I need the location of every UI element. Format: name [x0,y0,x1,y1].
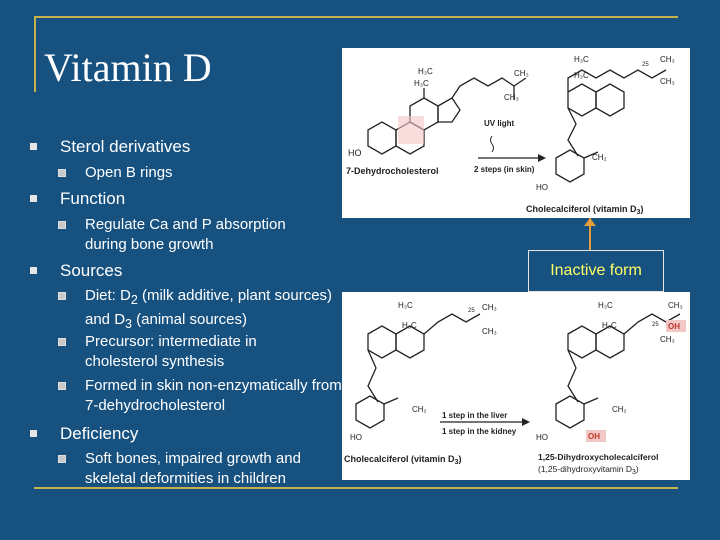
name-end: ) [636,464,639,474]
uv-label: UV light [484,119,515,128]
ch3-label-4: CH₃ [660,77,675,86]
bullet-marker [30,267,37,274]
ho-label: HO [348,148,362,158]
ch3-label-3: CH₃ [660,55,675,64]
h3c-label-2: H₃C [418,67,433,76]
oh-label: OH [668,322,680,331]
uv-wave-icon [490,135,494,153]
cholecalciferol-name: Cholecalciferol (vitamin D3) [526,204,643,216]
subscript: 2 [130,293,138,307]
name-sub: 3 [637,209,641,216]
bullet-marker [30,430,37,437]
ch3-label: CH₃ [482,303,497,312]
figure-bottom-structures: H₃C H₃C CH₃ CH₃ 25 CH₂ HO Cholecalcifero… [344,301,686,476]
figure-bottom-panel: H₃C H₃C CH₃ CH₃ 25 CH₂ HO Cholecalcifero… [342,292,690,480]
bullet-label: Deficiency [60,424,139,443]
carbon-25-label-2: 25 [652,322,659,328]
figure-top-panel: HO H₃C H₃C CH₃ CH₃ 7-Dehydrocholesterol … [342,48,690,218]
h3c-label-3: H₃C [574,55,589,64]
inactive-form-label: Inactive form [528,250,664,292]
frame-left-line [34,16,36,92]
sub-bullet-marker [58,169,66,177]
sub-bullet-text: Soft bones, impaired growth and skeletal… [85,450,301,487]
name-end: ) [640,204,643,214]
dehydrocholesterol-name: 7-Dehydrocholesterol [346,166,439,176]
oh-highlight-2 [586,430,606,442]
sub-bullet-text: Open B rings [85,164,173,181]
sub-bullet-marker [58,455,66,463]
name-sub: 3 [632,469,636,476]
subscript: 3 [125,317,132,331]
ch3-label-3: CH₃ [668,301,683,310]
h3c-label-3: H₃C [598,301,613,310]
name-text: Cholecalciferol (vitamin D [344,454,455,464]
bullet-label: Sources [60,261,123,280]
diet-mid: (milk additive, plant sources) and D [85,287,333,328]
h3c-label-4: H₃C [574,71,589,80]
ch2-label: CH₂ [592,153,607,162]
h3c-label-2: H₃C [402,321,417,330]
ch3-label: CH₃ [514,69,529,78]
oh-label-2: OH [588,432,600,441]
bullet-marker [30,143,37,150]
h3c-label: H₃C [398,301,413,310]
ho-label-2: HO [536,183,548,192]
frame-bottom-line [34,487,678,489]
ho-label: HO [350,433,362,442]
arrowhead-icon [522,418,530,426]
arrowhead-icon [538,154,546,162]
name-end: ) [458,454,461,464]
sub-bullet-text: Diet: D2 (milk additive, plant sources) … [85,286,347,334]
sub-bullet-marker [58,382,66,390]
sub-bullet-marker [58,221,66,229]
kidney-step: 1 step in the kidney [442,427,517,436]
ho-label-2: HO [536,433,548,442]
steps-label: 2 steps (in skin) [474,165,535,174]
ch3-label-2: CH₃ [504,93,519,102]
frame-top-line [34,16,678,18]
calcitriol-name: 1,25-Dihydroxycholecalciferol [538,452,658,462]
bullet-label: Sterol derivatives [60,137,191,156]
bullet-label: Function [60,189,126,208]
calcitriol-alt-name: (1,25-dihydroxyvitamin D3) [538,464,639,476]
h3c-label: H₃C [414,79,429,88]
liver-step: 1 step in the liver [442,411,507,420]
carbon-25-label: 25 [468,308,475,314]
figure-top-structures: HO H₃C H₃C CH₃ CH₃ 7-Dehydrocholesterol … [346,55,675,216]
ch3-label-2: CH₃ [482,327,497,336]
diet-prefix: Diet: D [85,287,131,304]
ch2-label: CH₂ [412,405,427,414]
carbon-25-label: 25 [642,62,649,68]
name-text: (1,25-dihydroxyvitamin D [538,464,632,474]
sub-bullet-marker [58,338,66,346]
sub-bullet-marker [58,292,66,300]
ch3-label-4: CH₃ [660,335,675,344]
sub-bullet-text: Precursor: intermediate in cholesterol s… [85,333,257,370]
ch2-label-2: CH₂ [612,405,627,414]
oh-highlight [666,320,686,332]
up-arrow [589,218,591,250]
diet-suffix: (animal sources) [131,311,248,328]
sub-bullet-text: Regulate Ca and P absorption during bone… [85,216,286,253]
cholecalciferol-name: Cholecalciferol (vitamin D3) [344,454,461,466]
sub-bullet-text: Formed in skin non-enzymatically from 7-… [85,377,342,414]
name-text: Cholecalciferol (vitamin D [526,204,637,214]
slide-title: Vitamin D [44,45,212,90]
name-sub: 3 [455,459,459,466]
h3c-label-4: H₃C [602,321,617,330]
bullet-marker [30,195,37,202]
